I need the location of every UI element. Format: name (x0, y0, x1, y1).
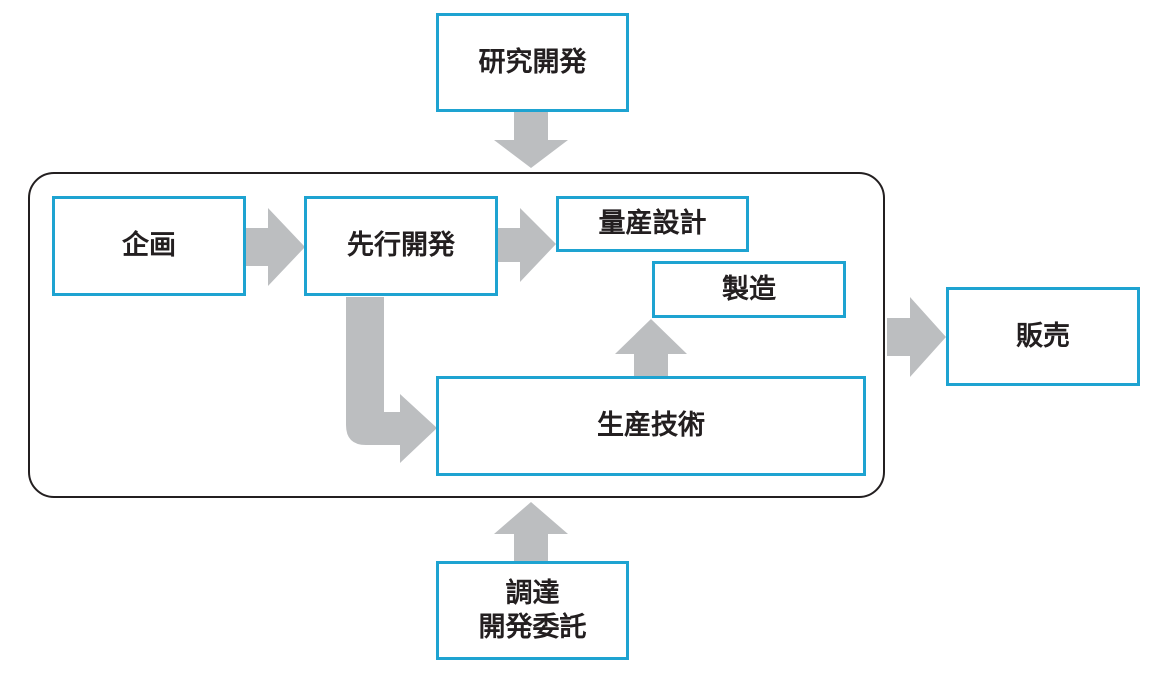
arrow-planning-to-advance-dev (246, 208, 305, 286)
arrow-container-to-sales (887, 297, 946, 377)
arrow-advance-dev-to-mass-design (497, 208, 556, 282)
node-planning: 企画 (52, 196, 246, 296)
arrow-production-tech-to-manufacturing (615, 319, 687, 377)
node-mass-design: 量産設計 (556, 196, 749, 252)
node-procurement: 調達 開発委託 (436, 561, 629, 660)
arrow-research-to-container (494, 112, 568, 168)
node-research: 研究開発 (436, 13, 629, 112)
node-advance-dev: 先行開発 (304, 196, 498, 296)
node-production-tech: 生産技術 (436, 376, 866, 476)
arrow-advance-dev-to-production-tech (346, 297, 437, 463)
development-process-frame (28, 172, 885, 498)
arrow-procurement-to-container (494, 502, 568, 561)
node-manufacturing: 製造 (652, 261, 846, 318)
node-sales: 販売 (946, 287, 1140, 386)
